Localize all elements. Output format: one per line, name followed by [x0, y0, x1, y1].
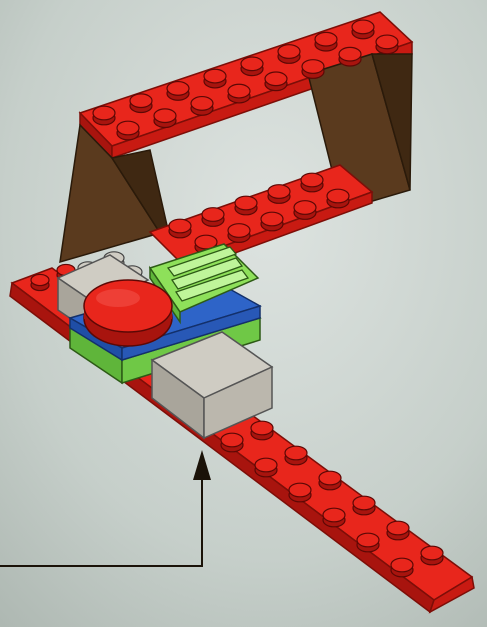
stud — [376, 35, 398, 54]
stud — [339, 47, 361, 66]
stud — [315, 32, 337, 51]
stud — [353, 496, 375, 515]
stud — [93, 106, 115, 125]
stud — [387, 521, 409, 540]
stud — [391, 558, 413, 577]
stud — [117, 121, 139, 140]
stud — [268, 185, 290, 204]
stud — [289, 483, 311, 502]
stud — [221, 433, 243, 452]
red-round-tile — [84, 280, 172, 346]
stud — [228, 224, 250, 243]
stud — [167, 82, 189, 101]
stud — [31, 274, 49, 290]
stud — [285, 446, 307, 465]
stud — [154, 109, 176, 128]
stud — [228, 84, 250, 103]
stud — [352, 20, 374, 39]
stud — [278, 45, 300, 64]
stud — [191, 97, 213, 116]
stud — [261, 212, 283, 231]
stud — [235, 196, 257, 215]
stud — [130, 94, 152, 113]
stud — [294, 201, 316, 220]
stud — [301, 173, 323, 192]
stud — [302, 60, 324, 79]
stud — [204, 69, 226, 88]
stud — [241, 57, 263, 76]
stud — [251, 421, 273, 440]
stud — [323, 508, 345, 527]
stud — [357, 533, 379, 552]
stud — [265, 72, 287, 91]
stud — [319, 471, 341, 490]
stud — [255, 458, 277, 477]
stud — [202, 208, 224, 227]
stud — [169, 219, 191, 238]
stud — [421, 546, 443, 565]
stud — [327, 189, 349, 208]
